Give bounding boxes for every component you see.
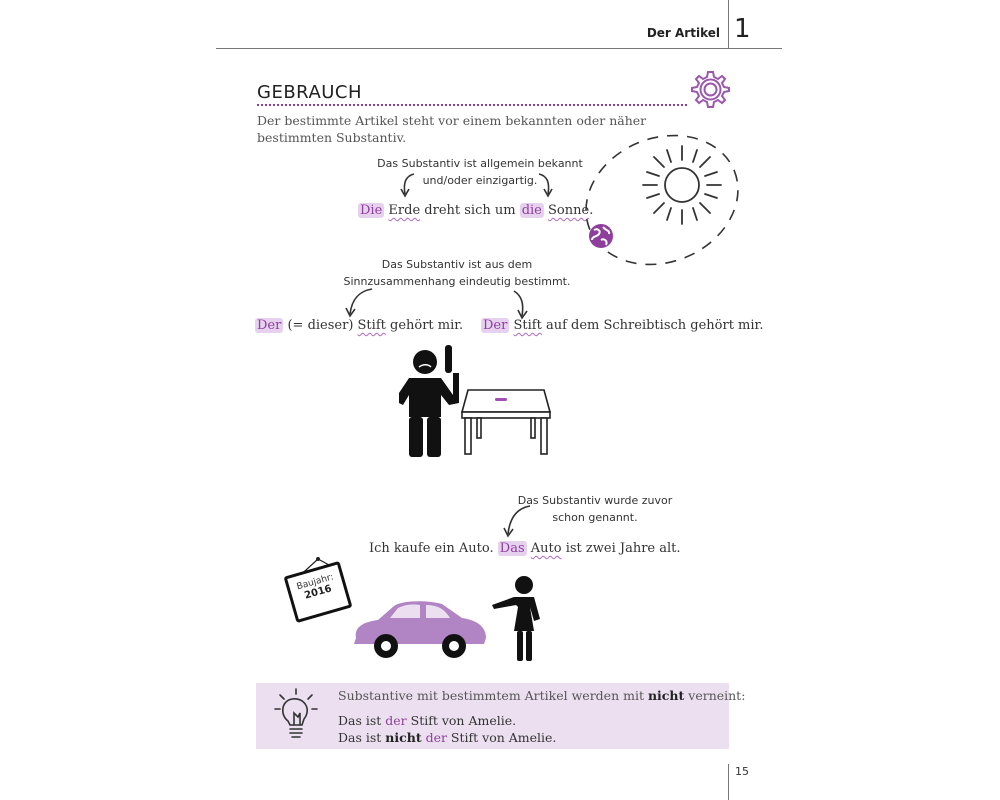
tip-example-negative: Das ist nicht der Stift von Amelie. <box>338 730 557 745</box>
gear-icon <box>691 71 730 108</box>
article-highlight: Das <box>497 541 527 556</box>
article-highlight: die <box>519 203 544 218</box>
globe-icon <box>589 224 613 248</box>
car-illustration <box>354 601 486 658</box>
example2-sentence-b: Der Stift auf dem Schreibtisch gehört mi… <box>481 318 764 333</box>
tip-example-positive: Das ist der Stift von Amelie. <box>338 713 517 728</box>
section-title: GEBRAUCH <box>257 82 363 103</box>
article-highlight: Der <box>481 318 510 333</box>
article-highlight: Die <box>358 203 385 218</box>
noun-underlined: Sonne <box>548 203 590 218</box>
intro-text: Der bestimmte Artikel steht vor einem be… <box>257 113 647 145</box>
arrow-icon <box>513 290 528 320</box>
arrow-icon <box>345 288 373 318</box>
noun-underlined: Auto <box>530 541 562 556</box>
tip-rule: Substantive mit bestimmtem Artikel werde… <box>338 688 746 703</box>
arrow-icon <box>538 173 553 198</box>
title-dotted-rule <box>257 104 687 106</box>
arrow-icon <box>503 505 531 538</box>
sun-icon <box>642 145 722 225</box>
example2-note: Das Substantiv ist aus dem Sinnzusammenh… <box>343 258 571 288</box>
example1-sentence: Die Erde dreht sich um die Sonne. <box>358 203 594 218</box>
example3-sentence: Ich kaufe ein Auto. Das Auto ist zwei Ja… <box>369 541 681 556</box>
table-illustration <box>460 389 552 455</box>
noun-underlined: Stift <box>357 318 386 333</box>
footer-divider <box>728 764 729 800</box>
arrow-icon <box>400 173 415 198</box>
lightbulb-icon <box>274 688 318 738</box>
tip-box: Substantive mit bestimmtem Artikel werde… <box>256 683 745 749</box>
article-highlight: Der <box>255 318 284 333</box>
orbit-dashed <box>585 134 739 266</box>
header-divider <box>728 0 729 48</box>
woman-pointing-illustration <box>492 576 540 661</box>
page-number: 15 <box>735 765 749 778</box>
person-pointing-illustration <box>399 345 459 457</box>
pen-icon <box>495 398 507 401</box>
example2-sentence-a: Der (= dieser) Stift gehört mir. <box>255 318 464 333</box>
example1-note: Das Substantiv ist allgemein bekannt und… <box>377 157 583 187</box>
header-rule <box>216 48 782 49</box>
chapter-title: Der Artikel <box>646 26 720 40</box>
example3-note: Das Substantiv wurde zuvor schon genannt… <box>517 494 673 524</box>
noun-underlined: Erde <box>388 203 421 218</box>
sun-orbit-illustration <box>585 134 739 266</box>
chapter-number: 1 <box>734 14 751 44</box>
noun-underlined: Stift <box>513 318 542 333</box>
